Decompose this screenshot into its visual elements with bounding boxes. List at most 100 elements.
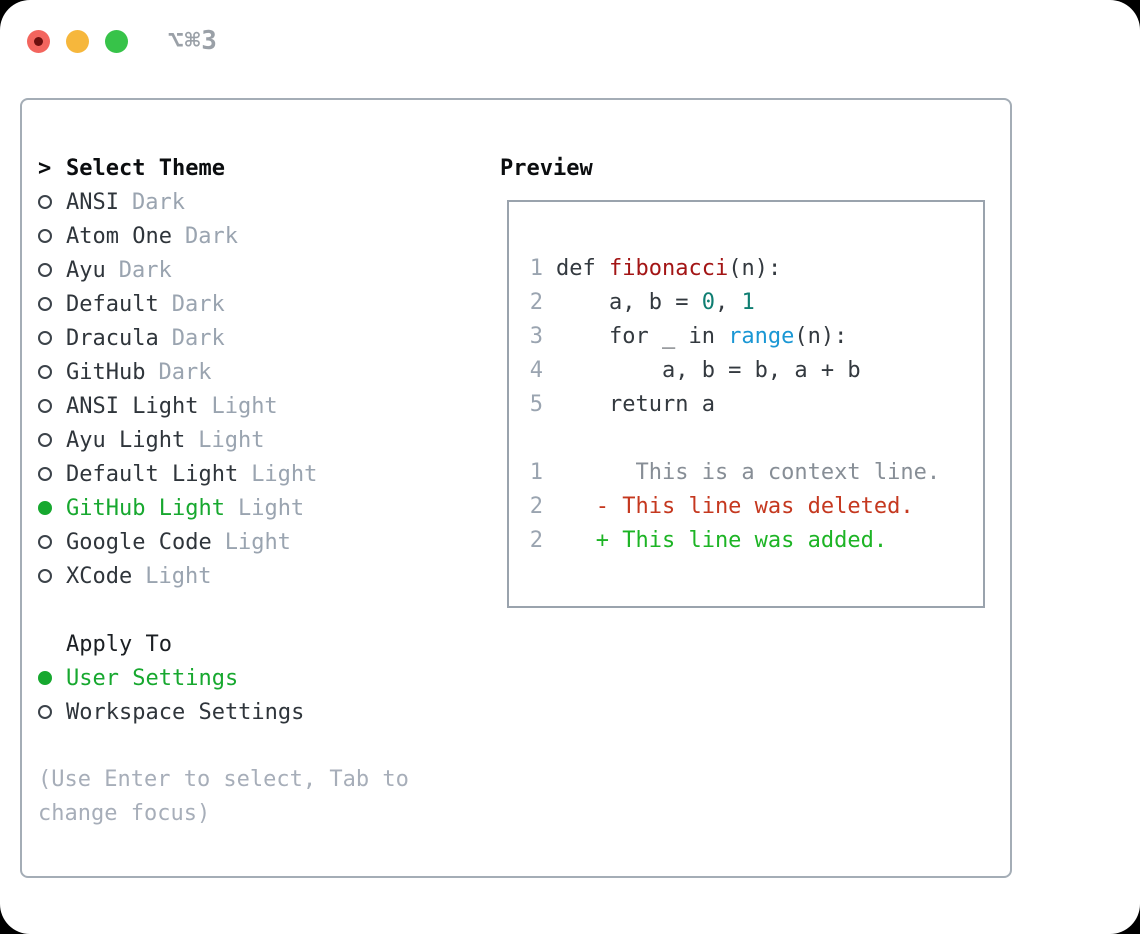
theme-option-default-light[interactable]: Default Light Light bbox=[38, 457, 409, 491]
radio-unselected-icon bbox=[38, 467, 52, 481]
theme-name: Atom One bbox=[66, 223, 172, 249]
theme-name: Dracula bbox=[66, 325, 159, 351]
code-text: a, b = bbox=[556, 289, 702, 315]
radio-unselected-icon bbox=[38, 569, 52, 583]
apply-option-label: Workspace Settings bbox=[66, 699, 305, 725]
code-line: 1 def fibonacci(n): bbox=[529, 251, 983, 285]
radio-unselected-icon bbox=[38, 535, 52, 549]
radio-unselected-icon bbox=[38, 263, 52, 277]
window-title: ⌥⌘3 bbox=[168, 26, 218, 56]
keyboard-hint-line-1: (Use Enter to select, Tab to bbox=[38, 767, 409, 792]
theme-type: Light bbox=[211, 393, 278, 419]
minimize-button[interactable] bbox=[66, 29, 89, 53]
code-keyword: def bbox=[556, 255, 609, 281]
theme-type: Dark bbox=[118, 257, 172, 283]
theme-type: Light bbox=[251, 461, 318, 487]
radio-unselected-icon bbox=[38, 331, 52, 345]
theme-type: Light bbox=[224, 529, 291, 555]
line-number: 1 bbox=[529, 255, 543, 281]
diff-context-text: This is a context line. bbox=[556, 459, 941, 485]
theme-option-ayu-light[interactable]: Ayu Light Light bbox=[38, 423, 409, 457]
theme-name: ANSI bbox=[66, 189, 119, 215]
spacer bbox=[38, 593, 409, 627]
theme-option-github-light[interactable]: GitHub Light Light bbox=[38, 491, 409, 525]
code-text: (n): bbox=[728, 255, 782, 281]
line-number: 2 bbox=[529, 493, 543, 519]
theme-type: Light bbox=[198, 427, 265, 453]
radio-unselected-icon bbox=[38, 229, 52, 243]
theme-name: XCode bbox=[66, 563, 133, 589]
keyboard-hint-line-2: change focus) bbox=[38, 801, 211, 826]
zoom-button[interactable] bbox=[105, 29, 128, 53]
theme-type: Dark bbox=[131, 189, 185, 215]
theme-name: Google Code bbox=[66, 529, 212, 555]
theme-option-atom-one-dark[interactable]: Atom One Dark bbox=[38, 219, 409, 253]
theme-name: Ayu Light bbox=[66, 427, 186, 453]
radio-unselected-icon bbox=[38, 399, 52, 413]
theme-option-xcode[interactable]: XCode Light bbox=[38, 559, 409, 593]
code-text: , bbox=[714, 289, 742, 315]
close-button[interactable] bbox=[27, 29, 50, 53]
theme-name: GitHub bbox=[66, 359, 146, 385]
apply-option-workspace-settings[interactable]: Workspace Settings bbox=[38, 695, 409, 729]
theme-name: Default Light bbox=[66, 461, 239, 487]
theme-option-dracula-dark[interactable]: Dracula Dark bbox=[38, 321, 409, 355]
code-line: 3 for _ in range(n): bbox=[529, 319, 983, 353]
radio-unselected-icon bbox=[38, 433, 52, 447]
radio-unselected-icon bbox=[38, 195, 52, 209]
titlebar: ⌥⌘3 bbox=[27, 26, 218, 56]
code-line: 2 a, b = 0, 1 bbox=[529, 285, 983, 319]
line-number: 2 bbox=[529, 527, 543, 553]
diff-deleted-line: 2 - This line was deleted. bbox=[529, 489, 983, 523]
code-text: a, b = b, a + b bbox=[556, 357, 861, 383]
close-button-dot-icon bbox=[34, 36, 43, 46]
preview-header: Preview bbox=[500, 155, 593, 181]
apply-option-user-settings[interactable]: User Settings bbox=[38, 661, 409, 695]
code-builtin: range bbox=[728, 323, 795, 349]
radio-selected-icon bbox=[38, 671, 52, 685]
line-number: 4 bbox=[529, 357, 543, 383]
spacer bbox=[529, 421, 983, 455]
line-number: 2 bbox=[529, 289, 543, 315]
theme-name: Default bbox=[66, 291, 159, 317]
code-number-literal: 0 bbox=[701, 289, 715, 315]
diff-deleted-text: - This line was deleted. bbox=[556, 493, 914, 519]
apply-option-label: User Settings bbox=[66, 665, 239, 691]
radio-unselected-icon bbox=[38, 297, 52, 311]
theme-name: Ayu bbox=[66, 257, 106, 283]
radio-selected-icon bbox=[38, 501, 52, 515]
theme-type: Dark bbox=[171, 291, 225, 317]
theme-list-column: > Select Theme ANSI Dark Atom One Dark A… bbox=[38, 151, 409, 831]
theme-type: Dark bbox=[158, 359, 212, 385]
apply-to-header-row: Apply To bbox=[38, 627, 409, 661]
theme-option-default-dark[interactable]: Default Dark bbox=[38, 287, 409, 321]
code-line: 4 a, b = b, a + b bbox=[529, 353, 983, 387]
theme-selector-panel: > Select Theme ANSI Dark Atom One Dark A… bbox=[20, 98, 1012, 878]
code-text: return a bbox=[556, 391, 715, 417]
theme-name: ANSI Light bbox=[66, 393, 199, 419]
diff-context-line: 1 This is a context line. bbox=[529, 455, 983, 489]
code-text: (n): bbox=[794, 323, 848, 349]
theme-option-ansi-light[interactable]: ANSI Light Light bbox=[38, 389, 409, 423]
select-theme-header-row: > Select Theme bbox=[38, 151, 409, 185]
radio-unselected-icon bbox=[38, 365, 52, 379]
diff-added-line: 2 + This line was added. bbox=[529, 523, 983, 557]
apply-to-header: Apply To bbox=[66, 631, 172, 657]
radio-unselected-icon bbox=[38, 705, 52, 719]
theme-option-ayu-dark[interactable]: Ayu Dark bbox=[38, 253, 409, 287]
theme-type: Dark bbox=[171, 325, 225, 351]
theme-type: Light bbox=[237, 495, 305, 521]
diff-added-text: + This line was added. bbox=[556, 527, 888, 553]
line-number: 1 bbox=[529, 459, 543, 485]
prompt-icon: > bbox=[38, 155, 52, 181]
theme-option-google-code[interactable]: Google Code Light bbox=[38, 525, 409, 559]
spacer bbox=[38, 729, 409, 763]
code-line: 5 return a bbox=[529, 387, 983, 421]
theme-name-selected: GitHub Light bbox=[66, 495, 225, 521]
code-function-name: fibonacci bbox=[608, 255, 729, 281]
theme-option-github-dark[interactable]: GitHub Dark bbox=[38, 355, 409, 389]
theme-option-ansi-dark[interactable]: ANSI Dark bbox=[38, 185, 409, 219]
line-number: 3 bbox=[529, 323, 543, 349]
